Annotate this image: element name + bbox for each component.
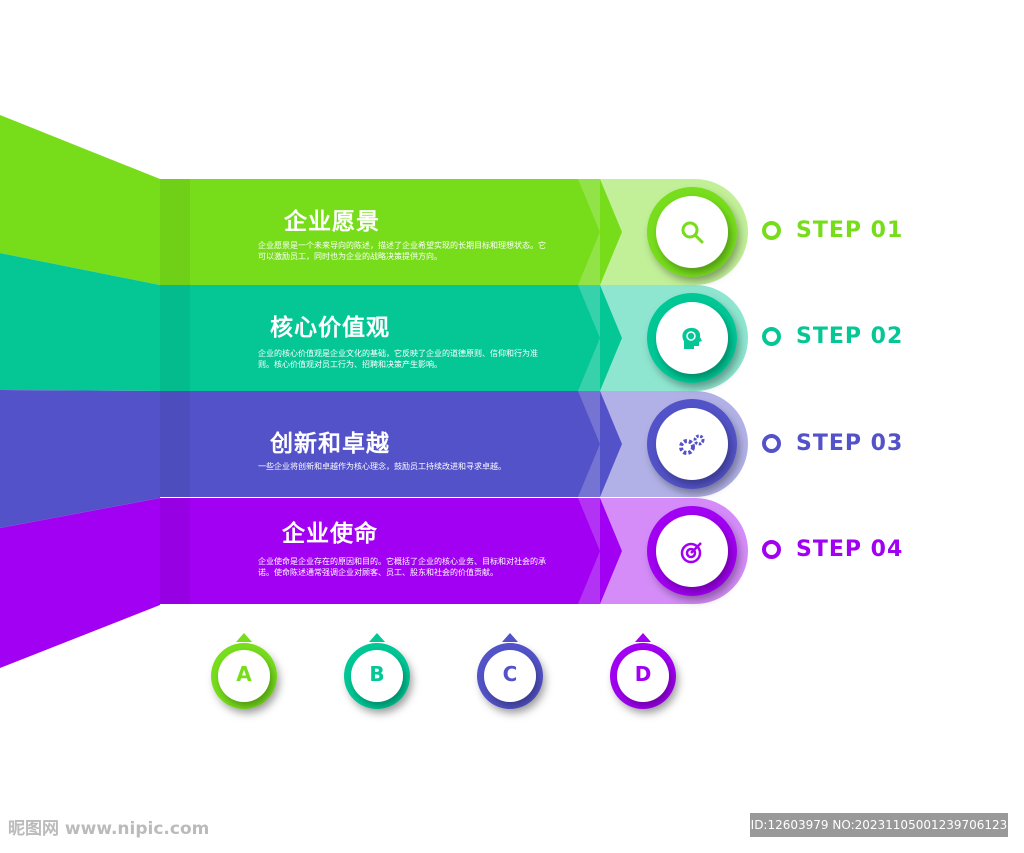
marker-disc xyxy=(351,650,403,702)
step-dot xyxy=(762,434,781,453)
icon-disc xyxy=(656,196,728,268)
marker-pointer xyxy=(369,633,385,642)
watermark-site: 昵图网 www.nipic.com xyxy=(8,819,210,839)
step-text: STEP 01 xyxy=(796,218,904,243)
step2-desc: 企业的核心价值观是企业文化的基础，它反映了企业的道德原则、信仰和行为准则。核心价… xyxy=(258,349,538,369)
search-icon xyxy=(677,217,707,247)
step3-label: STEP 03 xyxy=(762,431,903,456)
band xyxy=(160,391,600,497)
brain-head-icon xyxy=(677,323,707,353)
step1-desc: 企业愿景是一个未来导向的陈述，描述了企业希望实现的长期目标和理想状态。它可以激励… xyxy=(258,241,546,261)
chevron-tip xyxy=(600,179,622,285)
wedge-blue xyxy=(0,390,160,528)
band xyxy=(160,285,600,391)
chevron-tip xyxy=(600,285,622,391)
wedge-purple xyxy=(0,498,160,668)
wedge-green xyxy=(0,115,160,285)
marker-disc xyxy=(617,650,669,702)
step1-label: STEP 01 xyxy=(762,218,903,243)
band xyxy=(160,498,600,604)
gears-icon xyxy=(677,430,707,460)
marker-pointer xyxy=(236,633,252,642)
band-shade xyxy=(160,391,190,497)
target-icon xyxy=(677,537,707,567)
step-dot xyxy=(762,540,781,559)
wedge-teal xyxy=(0,253,160,391)
marker-b: B xyxy=(369,662,385,686)
marker-d: D xyxy=(634,662,652,686)
marker-disc xyxy=(484,650,536,702)
chevron-tip xyxy=(600,391,622,497)
step3-title: 创新和卓越 xyxy=(270,431,390,457)
step3-desc: 一些企业将创新和卓越作为核心理念，鼓励员工持续改进和寻求卓越。 xyxy=(258,462,506,471)
step-dot xyxy=(762,221,781,240)
step-dot xyxy=(762,327,781,346)
band xyxy=(160,179,600,285)
chevron-tip xyxy=(600,498,622,604)
marker-pointer xyxy=(635,633,651,642)
step4-label: STEP 04 xyxy=(762,537,903,562)
band-shade xyxy=(160,285,190,391)
step-text: STEP 02 xyxy=(796,324,904,349)
marker-disc xyxy=(218,650,270,702)
step4-desc: 企业使命是企业存在的原因和目的。它概括了企业的核心业务、目标和对社会的承诺。使命… xyxy=(258,557,546,577)
band-shade xyxy=(160,498,190,604)
band-shade xyxy=(160,179,190,285)
marker-c: C xyxy=(502,662,518,686)
marker-pointer xyxy=(502,633,518,642)
step-text: STEP 03 xyxy=(796,431,904,456)
icon-disc xyxy=(656,408,728,480)
step1-title: 企业愿景 xyxy=(284,209,380,235)
marker-a: A xyxy=(236,662,252,686)
step2-title: 核心价值观 xyxy=(270,315,390,341)
step-text: STEP 04 xyxy=(796,537,904,562)
step2-label: STEP 02 xyxy=(762,324,903,349)
watermark-id: ID:12603979 NO:20231105001239706123 xyxy=(750,813,1008,837)
step4-title: 企业使命 xyxy=(282,521,378,547)
